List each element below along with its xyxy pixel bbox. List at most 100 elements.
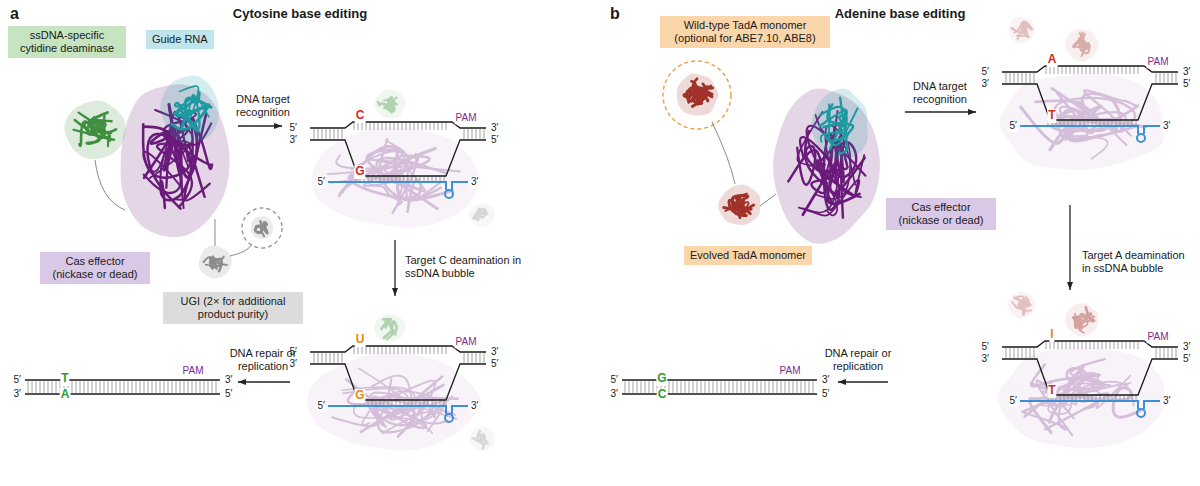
strand-end-label: 5′ xyxy=(1009,120,1018,132)
base-pair xyxy=(1156,73,1157,83)
protein-surface xyxy=(1065,29,1098,62)
base-pair xyxy=(376,400,377,405)
base-pair xyxy=(1156,348,1157,358)
base-pair xyxy=(354,122,355,130)
base-pair xyxy=(396,400,397,405)
base-pair xyxy=(140,381,141,393)
base-pair xyxy=(677,381,678,393)
base-pair xyxy=(440,176,441,181)
base-pair xyxy=(326,353,327,363)
guide-rna xyxy=(1144,401,1160,409)
base-pair xyxy=(116,381,117,393)
base-pair xyxy=(1076,395,1077,400)
step-arrow xyxy=(838,381,888,382)
base-pair xyxy=(80,381,81,393)
base-pair xyxy=(1120,120,1121,125)
strand-end-label: 5′ xyxy=(13,374,22,386)
strand-end-label: 3′ xyxy=(470,400,479,412)
guide-rna-loop xyxy=(445,414,453,422)
base-letter: A xyxy=(60,388,71,402)
base-pair xyxy=(1006,348,1007,358)
base-pair xyxy=(653,381,654,393)
base-letter: C xyxy=(355,109,366,123)
base-pair xyxy=(144,381,145,393)
base-pair xyxy=(1034,348,1035,358)
base-pair xyxy=(773,381,774,393)
base-pair xyxy=(464,353,465,363)
box-text: Cas effector (nickase or dead) xyxy=(892,201,990,227)
base-pair xyxy=(28,381,29,393)
strand-end-label: 3′ xyxy=(1162,395,1171,407)
base-pair xyxy=(480,353,481,363)
base-pair xyxy=(777,381,778,393)
base-pair xyxy=(442,346,443,354)
protein-ribbon xyxy=(263,222,267,232)
base-pair xyxy=(412,400,413,405)
dna-strand xyxy=(622,379,817,380)
protein-surface xyxy=(718,185,760,225)
base-pair xyxy=(769,381,770,393)
base-pair xyxy=(1128,395,1129,400)
protein-ribbon xyxy=(1051,88,1117,130)
base-pair xyxy=(406,346,407,354)
base-pair xyxy=(446,346,447,354)
base-pair xyxy=(444,400,445,405)
base-letter: T xyxy=(1047,109,1056,123)
strand-end-label: 3′ xyxy=(981,78,990,90)
base-pair xyxy=(733,381,734,393)
base-pair xyxy=(410,346,411,354)
base-pair xyxy=(338,353,339,363)
base-pair xyxy=(1176,73,1177,83)
linker xyxy=(95,160,125,210)
base-pair xyxy=(625,381,626,393)
protein-ribbon xyxy=(383,319,397,339)
base-pair xyxy=(741,381,742,393)
base-pair xyxy=(318,353,319,363)
base-pair xyxy=(1126,66,1127,74)
base-pair xyxy=(422,122,423,130)
base-pair xyxy=(376,176,377,181)
base-pair xyxy=(384,176,385,181)
base-pair xyxy=(697,381,698,393)
base-pair xyxy=(1100,395,1101,400)
strand-end-label: 3′ xyxy=(1162,120,1171,132)
base-pair xyxy=(1030,73,1031,83)
base-pair xyxy=(402,122,403,130)
base-pair xyxy=(378,122,379,130)
base-pair xyxy=(424,176,425,181)
strand-end-label: 5′ xyxy=(1182,353,1191,365)
base-pair xyxy=(1058,66,1059,74)
base-pair xyxy=(1164,73,1165,83)
base-pair xyxy=(669,381,670,393)
strand-end-label: 3′ xyxy=(490,346,499,358)
base-pair xyxy=(1050,66,1051,74)
base-pair xyxy=(1176,348,1177,358)
base-pair xyxy=(212,381,213,393)
cas-effector xyxy=(773,88,880,243)
base-pair xyxy=(100,381,101,393)
label-box: Guide RNA xyxy=(146,30,214,49)
base-pair xyxy=(1134,341,1135,349)
pam-label: PAM xyxy=(1147,56,1170,68)
base-pair xyxy=(354,346,355,354)
guide-rna-loop xyxy=(1137,409,1145,417)
base-pair xyxy=(358,346,359,354)
base-pair xyxy=(1082,66,1083,74)
base-pair xyxy=(120,381,121,393)
base-pair xyxy=(72,381,73,393)
protein-surface xyxy=(997,347,1164,447)
protein-ribbon xyxy=(480,436,488,449)
base-pair xyxy=(390,346,391,354)
base-pair xyxy=(438,346,439,354)
base-pair xyxy=(1080,120,1081,125)
base-pair xyxy=(390,122,391,130)
base-pair xyxy=(1136,395,1137,400)
base-pair xyxy=(709,381,710,393)
base-pair xyxy=(362,122,363,130)
base-pair xyxy=(420,176,421,181)
base-pair xyxy=(416,176,417,181)
base-pair xyxy=(380,176,381,181)
base-pair xyxy=(394,346,395,354)
protein-ribbon xyxy=(79,122,116,146)
base-pair xyxy=(104,381,105,393)
